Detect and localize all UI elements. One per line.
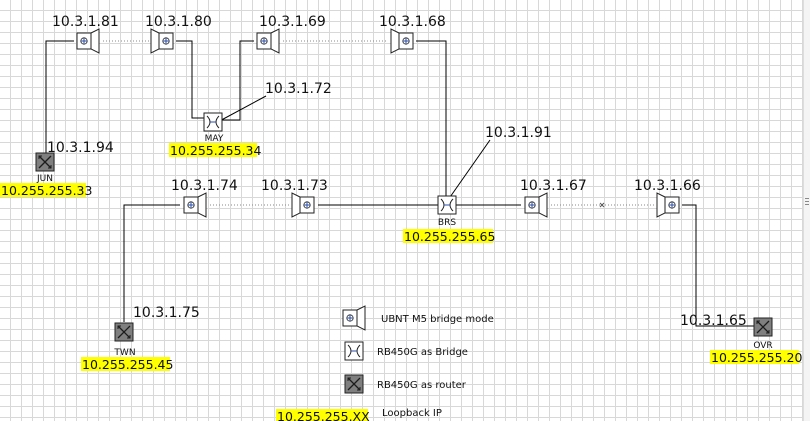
device-brs[interactable]: BRS 10.3.1.91 10.255.255.65 bbox=[403, 125, 552, 244]
link-b80-may bbox=[176, 40, 204, 119]
ubnt-bridge-icon bbox=[183, 192, 207, 218]
vertical-scrollbar[interactable] bbox=[803, 0, 810, 421]
bridge-ip-label: 10.3.1.80 bbox=[145, 14, 212, 30]
device-name: MAY bbox=[205, 134, 224, 144]
legend-label: UBNT M5 bridge mode bbox=[381, 314, 494, 325]
device-ip-label: 10.3.1.72 bbox=[265, 81, 332, 97]
bridge-b73[interactable]: 10.3.1.73 bbox=[261, 178, 328, 218]
ubnt-bridge-icon bbox=[76, 28, 100, 54]
device-ip-label: 10.3.1.75 bbox=[133, 305, 200, 321]
legend-label: RB450G as router bbox=[377, 380, 467, 391]
legend-label: Loopback IP bbox=[382, 408, 442, 419]
bridge-ip-label: 10.3.1.74 bbox=[171, 178, 238, 194]
loopback-highlight bbox=[710, 350, 799, 364]
link-b68-brs bbox=[416, 40, 447, 196]
rb450g-router-icon bbox=[753, 317, 773, 337]
callout-line-may bbox=[213, 95, 267, 125]
device-may[interactable]: MAY 10.3.1.72 10.255.255.34 bbox=[169, 81, 332, 158]
device-jun[interactable]: JUN 10.3.1.94 10.255.255.33 bbox=[0, 140, 114, 198]
loopback-highlight bbox=[403, 229, 493, 243]
device-twn[interactable]: TWN 10.3.1.75 10.255.255.45 bbox=[81, 305, 200, 372]
device-name: JUN bbox=[36, 174, 53, 184]
rb450g-bridge-icon bbox=[437, 195, 457, 215]
ubnt-bridge-icon bbox=[291, 192, 315, 218]
legend-loopback-sample: 10.255.255.XX bbox=[277, 409, 370, 421]
bridge-b81[interactable]: 10.3.1.81 bbox=[52, 14, 119, 54]
device-ip-label: 10.3.1.94 bbox=[47, 140, 114, 156]
links bbox=[45, 40, 754, 327]
loopback-ip-label: 10.255.255.33 bbox=[1, 183, 92, 198]
ubnt-bridge-icon bbox=[524, 192, 548, 218]
link-jun-b81 bbox=[45, 40, 74, 162]
legend-item-ubnt: UBNT M5 bridge mode bbox=[342, 305, 494, 331]
rb450g-bridge-icon bbox=[344, 341, 364, 361]
link-twn-b74 bbox=[123, 204, 180, 322]
bridge-ip-label: 10.3.1.81 bbox=[52, 14, 119, 30]
callout-line-brs bbox=[447, 139, 491, 201]
device-ip-label: 10.3.1.65 bbox=[680, 313, 747, 329]
legend-item-rb-router: RB450G as router bbox=[344, 374, 467, 394]
bridge-b68[interactable]: 10.3.1.68 bbox=[379, 14, 446, 54]
legend-label: RB450G as Bridge bbox=[377, 347, 468, 358]
loopback-highlight bbox=[169, 143, 257, 157]
bridge-b67[interactable]: 10.3.1.67 bbox=[520, 178, 587, 218]
loopback-ip-label: 10.255.255.34 bbox=[170, 143, 261, 158]
bridge-b69[interactable]: 10.3.1.69 bbox=[256, 14, 326, 54]
scrollbar-grip-icon[interactable] bbox=[805, 196, 809, 210]
device-name: OVR bbox=[753, 341, 772, 351]
rb450g-router-icon bbox=[344, 374, 364, 394]
wireless-link-marker bbox=[599, 202, 605, 208]
ubnt-bridge-icon bbox=[150, 28, 174, 54]
bridge-ip-label: 10.3.1.69 bbox=[259, 14, 326, 30]
ubnt-bridge-icon bbox=[390, 28, 414, 54]
loopback-ip-label: 10.255.255.65 bbox=[404, 229, 495, 244]
loopback-highlight bbox=[81, 357, 170, 371]
loopback-ip-label: 10.255.255.20 bbox=[711, 350, 802, 365]
rb450g-router-icon bbox=[114, 322, 134, 342]
loopback-highlight bbox=[0, 183, 86, 197]
bridge-ip-label: 10.3.1.66 bbox=[634, 178, 701, 194]
device-ip-label: 10.3.1.91 bbox=[485, 125, 552, 141]
bridge-b80[interactable]: 10.3.1.80 bbox=[145, 14, 212, 54]
legend-item-loopback: 10.255.255.XX Loopback IP bbox=[276, 408, 442, 421]
device-name: TWN bbox=[113, 348, 135, 358]
rb450g-bridge-icon bbox=[203, 112, 223, 132]
bridge-b74[interactable]: 10.3.1.74 bbox=[171, 178, 238, 218]
ubnt-bridge-icon bbox=[256, 28, 280, 54]
bridge-ip-label: 10.3.1.67 bbox=[520, 178, 587, 194]
ubnt-bridge-icon bbox=[342, 305, 366, 331]
link-b66-ovr bbox=[682, 204, 754, 327]
device-ovr[interactable]: OVR 10.3.1.65 10.255.255.20 bbox=[680, 313, 802, 365]
bridge-ip-label: 10.3.1.73 bbox=[261, 178, 328, 194]
link-may-b69 bbox=[222, 40, 254, 121]
bridge-ip-label: 10.3.1.68 bbox=[379, 14, 446, 30]
loopback-highlight bbox=[276, 409, 368, 421]
ubnt-bridge-icon bbox=[656, 192, 680, 218]
device-name: BRS bbox=[438, 218, 456, 228]
legend-item-rb-bridge: RB450G as Bridge bbox=[344, 341, 468, 361]
bridge-b66[interactable]: 10.3.1.66 bbox=[634, 178, 701, 218]
loopback-ip-label: 10.255.255.45 bbox=[82, 357, 173, 372]
legend: UBNT M5 bridge mode RB450G as Bridge RB4… bbox=[276, 305, 494, 421]
